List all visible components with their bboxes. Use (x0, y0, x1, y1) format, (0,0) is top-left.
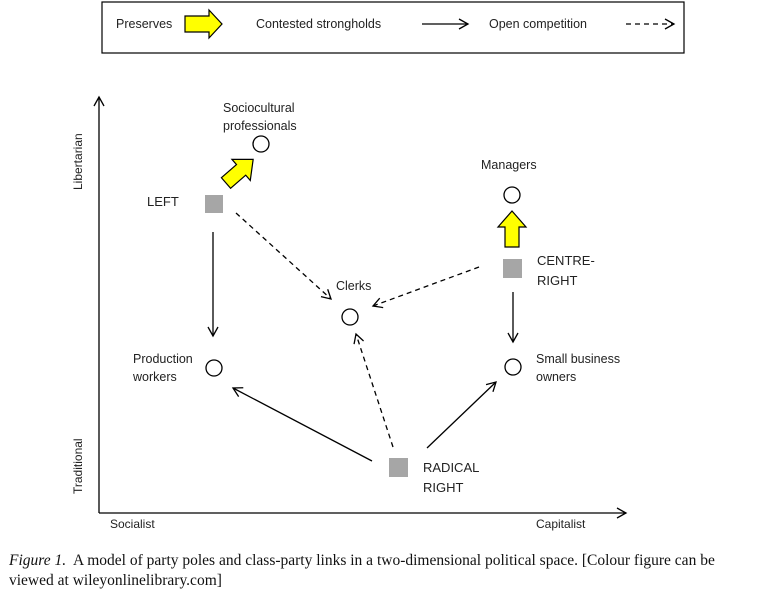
class-sociocultural-node (252, 135, 270, 153)
class-small-business-label-line1: Small business (536, 352, 620, 366)
party-left-square (205, 195, 223, 213)
left-to-clerks-arrow (235, 212, 332, 300)
class-clerks-node (341, 308, 359, 326)
legend-preserves-label: Preserves (116, 17, 172, 31)
class-clerks-label: Clerks (336, 279, 371, 293)
legend-contested-label: Contested strongholds (256, 17, 381, 31)
party-centre-right-label-line2: RIGHT (537, 273, 578, 288)
class-production-node (205, 359, 223, 377)
radical-right-to-production-arrow (231, 387, 373, 462)
class-managers-label: Managers (481, 158, 537, 172)
radical-right-to-clerks-arrow (353, 332, 394, 448)
figure-caption-text: A model of party poles and class-party l… (9, 552, 715, 589)
axes: Libertarian Traditional Socialist Capita… (71, 95, 628, 531)
figure-number: Figure 1. (9, 552, 67, 569)
x-axis-left-label: Socialist (110, 517, 155, 531)
party-radical-right-square (389, 458, 408, 477)
party-centre-right-label-line1: CENTRE- (537, 253, 595, 268)
class-sociocultural-label-line2: professionals (223, 119, 297, 133)
class-small-business-label-line2: owners (536, 370, 576, 384)
party-left-label: LEFT (147, 194, 179, 209)
legend-preserves-arrow-icon (184, 8, 223, 40)
party-centre-right-square (503, 259, 522, 278)
x-axis-right-label: Capitalist (536, 517, 586, 531)
party-radical-right-label-line1: RADICAL (423, 460, 479, 475)
legend: Preserves Contested strongholds Open com… (101, 1, 685, 54)
class-production-label-line2: workers (132, 370, 177, 384)
figure-caption: Figure 1. A model of party poles and cla… (9, 551, 761, 591)
class-sociocultural-label-line1: Sociocultural (223, 101, 295, 115)
radical-right-to-small-business-arrow (426, 381, 497, 449)
y-axis-bottom-label: Traditional (71, 438, 85, 494)
class-production-label-line1: Production (133, 352, 193, 366)
centre-right-preserves-arrow-icon (496, 210, 528, 248)
y-axis-top-label: Libertarian (71, 133, 85, 190)
centre-right-to-clerks-arrow (371, 266, 480, 309)
class-small-business-node (504, 358, 522, 376)
class-managers-node (503, 186, 521, 204)
legend-open-label: Open competition (489, 17, 587, 31)
party-radical-right-label-line2: RIGHT (423, 480, 464, 495)
left-preserves-arrow-icon (220, 158, 254, 190)
